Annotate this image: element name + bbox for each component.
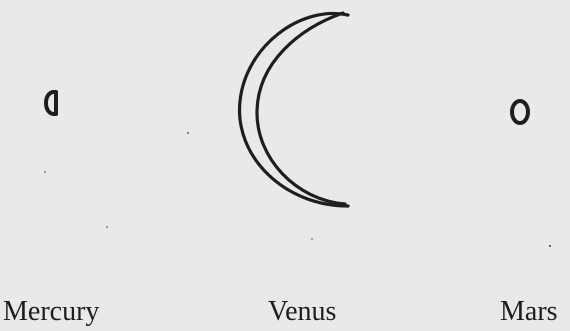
mercury-label: Mercury	[3, 298, 99, 326]
mercury-phase-shape	[46, 92, 56, 114]
venus-phase-shape	[240, 13, 348, 206]
mars-label: Mars	[500, 298, 558, 326]
scan-specks	[44, 132, 551, 247]
mars-phase-shape	[512, 101, 528, 123]
venus-label: Venus	[268, 298, 336, 326]
